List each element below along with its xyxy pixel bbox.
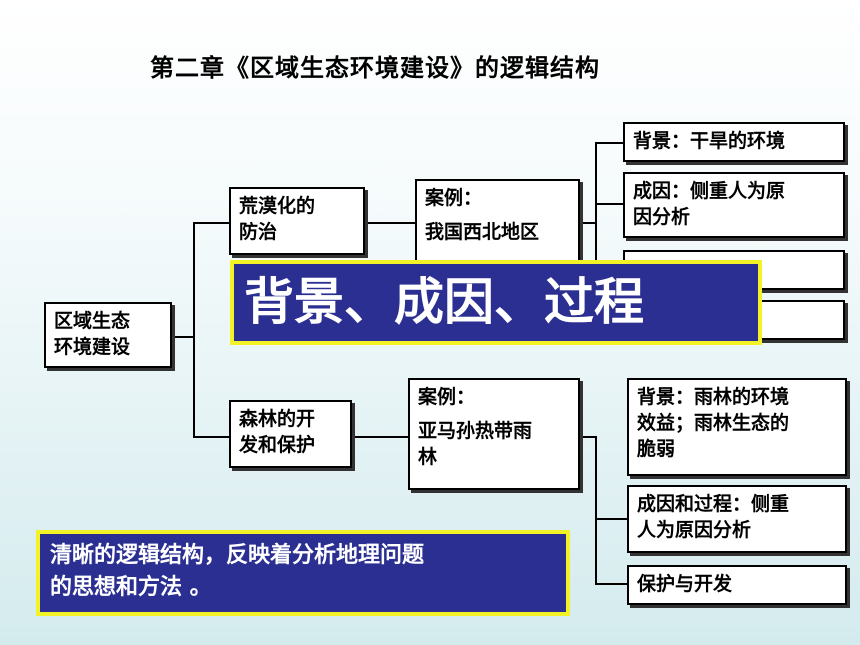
item-line: 成因：侧重人为原	[633, 180, 786, 202]
topic-line-2: 发和保护	[239, 434, 316, 456]
item-node-background-1: 背景：干旱的环境	[623, 122, 845, 162]
case-node-amazon: 案例： 亚马孙热带雨 林	[408, 378, 580, 490]
case-label: 案例：	[425, 187, 483, 209]
item-node-protection: 保护与开发	[627, 565, 847, 605]
summary-note: 清晰的逻辑结构，反映着分析地理问题 的思想和方法 。	[36, 530, 570, 616]
root-line-2: 环境建设	[54, 336, 131, 358]
item-line: 效益；雨林生态的	[637, 412, 790, 434]
item-node-cause-1: 成因：侧重人为原 因分析	[623, 172, 845, 238]
page-title: 第二章《区域生态环境建设》的逻辑结构	[150, 53, 600, 82]
root-node: 区域生态 环境建设	[44, 302, 172, 368]
item-line: 保护与开发	[637, 573, 733, 595]
item-line: 背景：雨林的环境	[637, 386, 790, 408]
topic-line-1: 荒漠化的	[239, 195, 316, 217]
note-line-1: 清晰的逻辑结构，反映着分析地理问题	[50, 543, 425, 568]
item-line: 背景：干旱的环境	[633, 130, 786, 152]
case-name: 我国西北地区	[425, 221, 540, 243]
topic-line-2: 防治	[239, 221, 278, 243]
item-line: 成因和过程：侧重	[637, 493, 790, 515]
case-name-line-1: 亚马孙热带雨	[418, 420, 533, 442]
highlight-banner: 背景、成因、过程	[230, 260, 762, 345]
topic-node-desertification: 荒漠化的 防治	[229, 187, 365, 255]
topic-node-forest: 森林的开 发和保护	[229, 400, 352, 468]
item-line: 人为原因分析	[637, 519, 752, 541]
note-line-2: 的思想和方法 。	[50, 575, 212, 600]
topic-line-1: 森林的开	[239, 408, 316, 430]
item-node-cause-2: 成因和过程：侧重 人为原因分析	[627, 485, 847, 553]
case-name-line-2: 林	[418, 446, 438, 468]
case-node-northwest: 案例： 我国西北地区	[415, 179, 580, 263]
case-label: 案例：	[418, 386, 476, 408]
item-line: 因分析	[633, 206, 691, 228]
item-node-background-2: 背景：雨林的环境 效益；雨林生态的 脆弱	[627, 378, 847, 476]
item-line: 脆弱	[637, 438, 676, 460]
root-line-1: 区域生态	[54, 310, 131, 332]
